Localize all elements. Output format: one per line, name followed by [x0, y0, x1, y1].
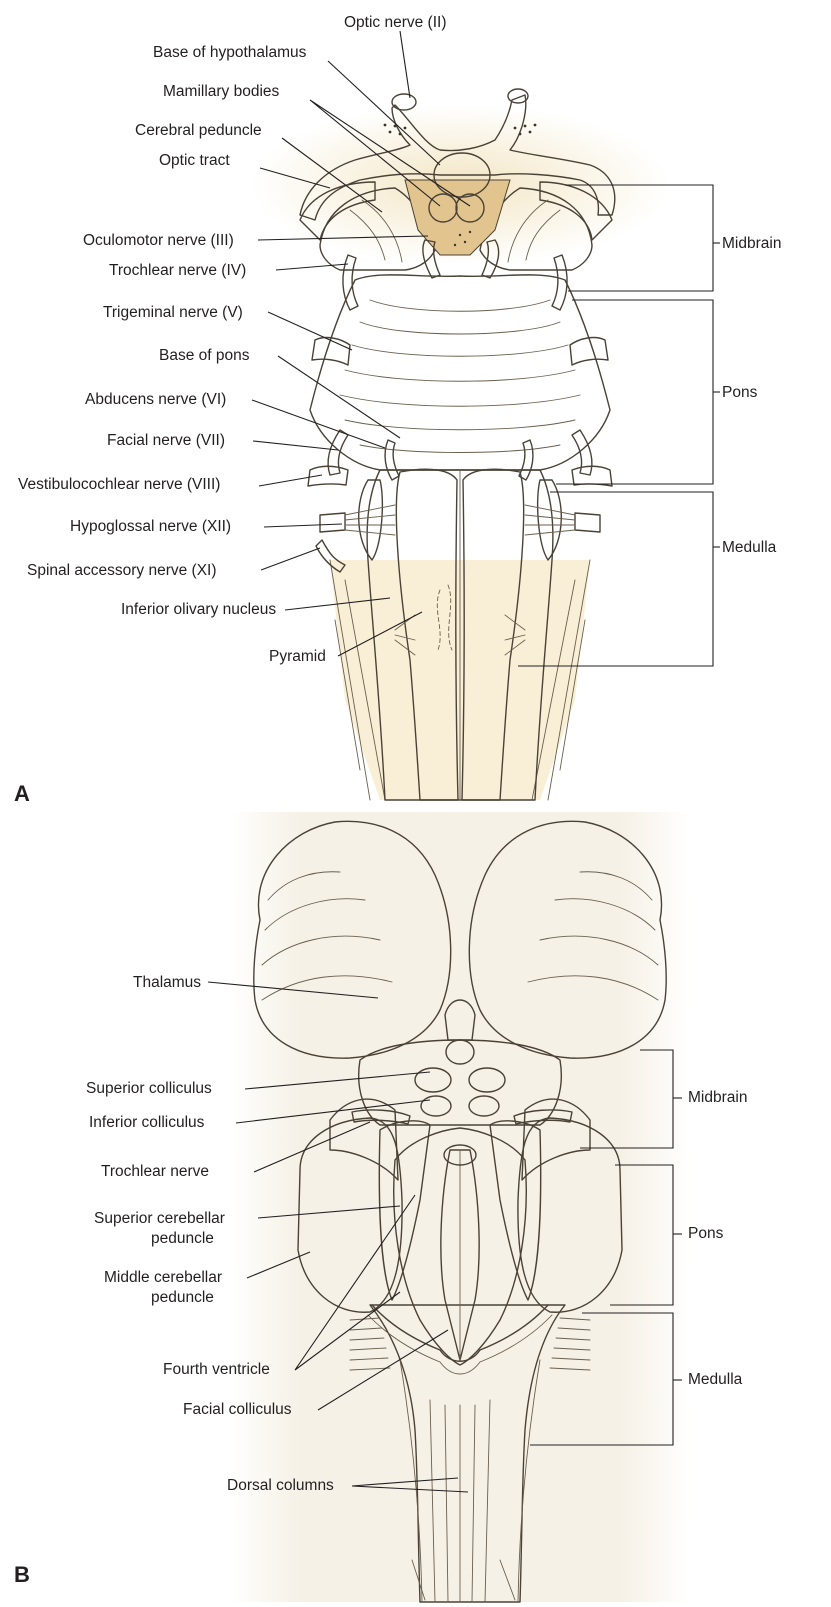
label-trochlear-nerve-b: Trochlear nerve	[101, 1163, 209, 1180]
region-a-midbrain: Midbrain	[722, 235, 781, 252]
panel-a-labels: Optic nerve (II) Base of hypothalamus Ma…	[14, 14, 781, 806]
label-optic-tract: Optic tract	[159, 152, 230, 169]
label-oculomotor-nerve: Oculomotor nerve (III)	[83, 232, 234, 249]
panel-a-leader-lines	[251, 30, 471, 657]
panel-b-labels: Thalamus Superior colliculus Inferior co…	[14, 974, 747, 1587]
panel-a-brackets	[518, 184, 720, 667]
mamillary-body-right	[455, 193, 485, 223]
label-thalamus: Thalamus	[133, 974, 201, 991]
label-trochlear-nerve: Trochlear nerve (IV)	[109, 262, 246, 279]
label-mamillary-bodies: Mamillary bodies	[163, 83, 280, 100]
panel-label-b: B	[14, 1562, 30, 1587]
inferior-olive	[358, 479, 384, 561]
fourth-ventricle	[393, 1127, 527, 1366]
label-spinal-accessory-nerve: Spinal accessory nerve (XI)	[27, 562, 217, 579]
region-a-pons: Pons	[722, 384, 758, 401]
label-superior-cerebellar-peduncle-line2: peduncle	[151, 1230, 214, 1247]
trochlear-nerve-root	[342, 254, 359, 311]
superior-colliculus-shape	[414, 1067, 452, 1093]
label-vestibulocochlear-nerve: Vestibulocochlear nerve (VIII)	[18, 476, 220, 493]
inferior-colliculus-shape	[420, 1095, 452, 1117]
label-trigeminal-nerve: Trigeminal nerve (V)	[103, 304, 243, 321]
label-inferior-olivary-nucleus: Inferior olivary nucleus	[121, 601, 276, 618]
region-b-midbrain: Midbrain	[688, 1089, 747, 1106]
panel-b-brackets	[530, 1049, 682, 1446]
label-middle-cerebellar-peduncle-line1: Middle cerebellar	[104, 1269, 222, 1286]
hypoglossal-nerve-root	[319, 512, 346, 533]
oculomotor-nerve-root	[422, 239, 441, 279]
region-b-medulla: Medulla	[688, 1371, 743, 1388]
label-cerebral-peduncle: Cerebral peduncle	[135, 122, 262, 139]
vestibulocochlear-nerve-root	[307, 465, 349, 487]
tectum	[358, 1039, 562, 1126]
pyramid	[395, 468, 459, 801]
pons	[309, 274, 611, 471]
spinal-accessory-nerve-root	[315, 539, 346, 573]
region-a-medulla: Medulla	[722, 539, 777, 556]
trochlear-nerve-shape	[351, 1109, 411, 1125]
facial-nerve-root	[327, 429, 349, 476]
label-facial-colliculus: Facial colliculus	[183, 1401, 292, 1418]
abducens-nerve-root	[384, 439, 400, 481]
dorsal-medulla	[369, 1304, 566, 1603]
trigeminal-nerve-root	[311, 336, 351, 366]
label-superior-colliculus: Superior colliculus	[86, 1080, 212, 1097]
label-superior-cerebellar-peduncle-line1: Superior cerebellar	[94, 1210, 225, 1227]
label-middle-cerebellar-peduncle-line2: peduncle	[151, 1289, 214, 1306]
label-hypoglossal-nerve: Hypoglossal nerve (XII)	[70, 518, 231, 535]
label-optic-nerve: Optic nerve (II)	[344, 14, 447, 31]
panel-b-leader-lines	[207, 981, 469, 1493]
panel-label-a: A	[14, 781, 30, 806]
optic-chiasm	[299, 94, 616, 221]
mamillary-body-left	[428, 193, 458, 223]
panel-b-illustration	[230, 812, 690, 1603]
label-inferior-colliculus: Inferior colliculus	[89, 1114, 205, 1131]
label-base-of-pons: Base of pons	[159, 347, 250, 364]
superior-cerebellar-peduncle	[378, 1120, 431, 1301]
region-b-pons: Pons	[688, 1225, 724, 1242]
label-fourth-ventricle: Fourth ventricle	[163, 1361, 270, 1378]
label-dorsal-columns: Dorsal columns	[227, 1477, 334, 1494]
middle-cerebellar-peduncle	[297, 1117, 403, 1313]
thalamus-left	[253, 820, 452, 1059]
label-facial-nerve: Facial nerve (VII)	[107, 432, 225, 449]
panel-a-illustration	[250, 88, 670, 801]
label-abducens-nerve: Abducens nerve (VI)	[85, 391, 226, 408]
medulla	[366, 469, 554, 801]
label-base-of-hypothalamus: Base of hypothalamus	[153, 44, 307, 61]
label-pyramid: Pyramid	[269, 648, 326, 665]
